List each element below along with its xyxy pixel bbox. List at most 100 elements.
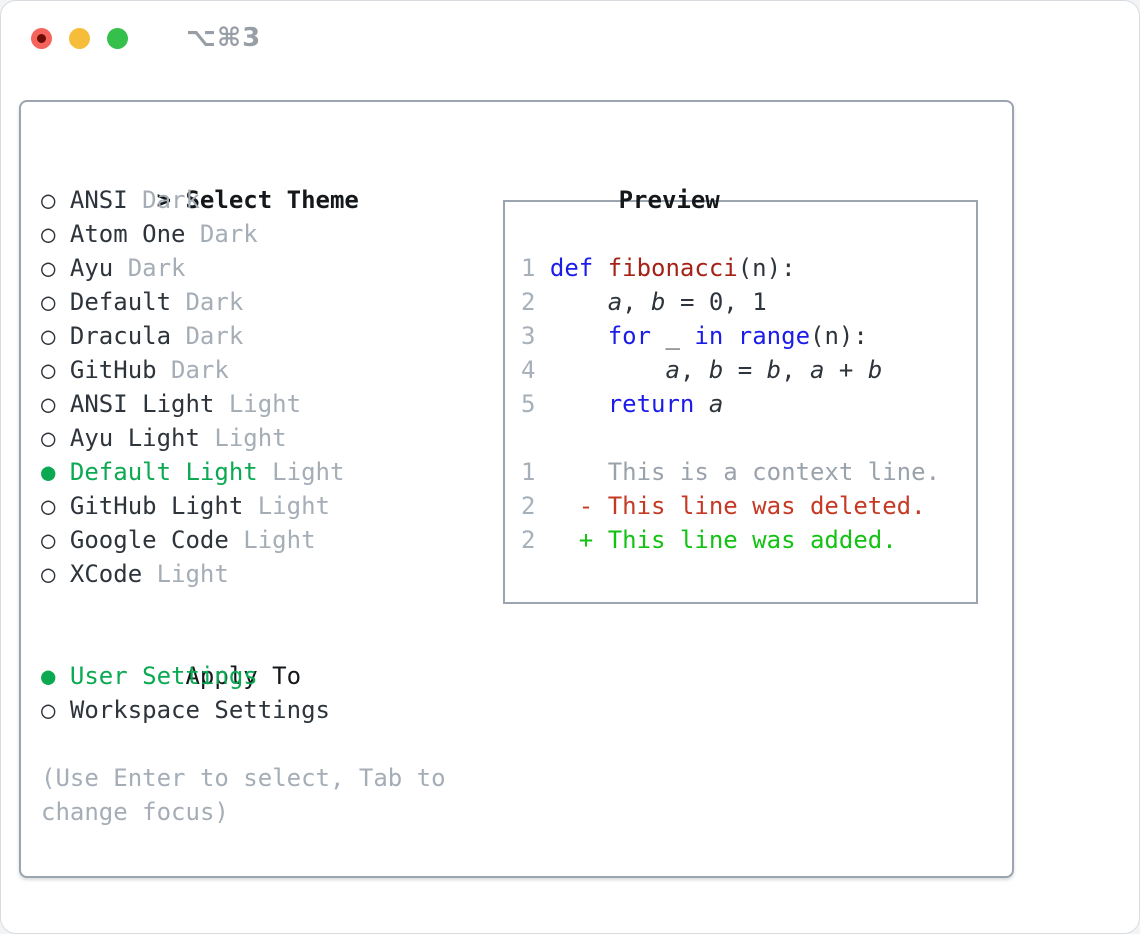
theme-name: Ayu Light: [69, 424, 200, 452]
close-button[interactable]: [31, 27, 52, 49]
theme-name: Ayu: [69, 254, 114, 282]
code-token: [550, 356, 666, 384]
minimize-button[interactable]: [69, 27, 90, 49]
theme-variant: Light: [243, 526, 316, 554]
theme-variant: Light: [257, 492, 330, 520]
code-token: return: [607, 390, 695, 418]
theme-list-header: >Select Theme: [41, 149, 461, 214]
theme-option-github[interactable]: ○ GitHub Dark: [41, 353, 461, 387]
code-line: 1 def fibonacci(n):: [521, 251, 976, 285]
theme-name: GitHub Light: [69, 492, 244, 520]
code-token: [550, 390, 608, 418]
code-token: a: [607, 288, 623, 316]
radio-icon: ○: [41, 356, 56, 384]
theme-option-default[interactable]: ○ Default Dark: [41, 285, 461, 319]
code-token: fibonacci: [607, 254, 738, 282]
apply-option-label: User Settings: [69, 662, 258, 690]
theme-option-atom-one[interactable]: ○ Atom One Dark: [41, 217, 461, 251]
theme-variant: Dark: [199, 220, 258, 248]
code-token: ,: [622, 288, 652, 316]
line-number: 1: [521, 458, 536, 486]
line-number: 1: [521, 254, 536, 282]
radio-icon: ○: [41, 390, 56, 418]
code-line: 4 a, b = b, a + b: [521, 353, 976, 387]
theme-name: GitHub: [69, 356, 157, 384]
code-token: (n):: [810, 322, 868, 350]
code-token: a: [810, 356, 825, 384]
code-token: [694, 390, 708, 418]
theme-name: Default: [69, 288, 172, 316]
code-line: 3 for _ in range(n):: [521, 319, 976, 353]
theme-name: ANSI: [69, 186, 128, 214]
theme-option-ayu-light[interactable]: ○ Ayu Light Light: [41, 421, 461, 455]
theme-name: Default Light: [69, 458, 258, 486]
radio-icon: ○: [41, 424, 56, 452]
code-token: _: [651, 322, 695, 350]
diff-line-context: 1 This is a context line.: [521, 455, 976, 489]
code-token: b: [867, 356, 883, 384]
code-token: b: [708, 356, 724, 384]
preview-title: Preview: [618, 186, 720, 214]
close-dot-icon: [37, 33, 46, 43]
spacer: [41, 591, 461, 625]
line-number: 3: [521, 322, 536, 350]
theme-variant: Light: [214, 424, 287, 452]
theme-variant: Dark: [185, 322, 244, 350]
theme-name: Atom One: [69, 220, 186, 248]
code-token: b: [766, 356, 782, 384]
theme-variant: Dark: [142, 186, 200, 214]
radio-icon: ○: [41, 696, 56, 724]
diff-text: - This line was deleted.: [549, 492, 926, 520]
apply-option-workspace-settings[interactable]: ○Workspace Settings: [41, 693, 461, 727]
maximize-button[interactable]: [107, 27, 128, 49]
code-token: (n):: [737, 254, 796, 282]
apply-to-title: Apply To: [185, 662, 302, 690]
diff-block: 1 This is a context line.2 - This line w…: [521, 455, 976, 557]
radio-icon: ○: [41, 220, 56, 248]
line-number: 2: [521, 526, 536, 554]
diff-line-added: 2 + This line was added.: [521, 523, 976, 557]
apply-option-user-settings[interactable]: ●User Settings: [41, 659, 461, 693]
code-token: range: [737, 322, 811, 350]
theme-variant: Light: [156, 560, 229, 588]
theme-name: Dracula: [69, 322, 172, 350]
radio-icon: ○: [41, 288, 56, 316]
code-token: for: [607, 322, 652, 350]
code-token: [550, 322, 608, 350]
radio-selected-icon: ●: [41, 458, 56, 486]
theme-variant: Dark: [185, 288, 244, 316]
code-token: ,: [679, 356, 709, 384]
code-token: = 0, 1: [665, 288, 767, 316]
code-token: a: [665, 356, 680, 384]
theme-variant: Dark: [127, 254, 186, 282]
theme-name: XCode: [69, 560, 143, 588]
code-token: def: [549, 254, 608, 282]
code-token: b: [651, 288, 666, 316]
code-token: ,: [781, 356, 811, 384]
code-line: 2 a, b = 0, 1: [521, 285, 976, 319]
theme-name: ANSI Light: [69, 390, 215, 418]
code-token: [723, 322, 737, 350]
theme-variant: Dark: [171, 356, 229, 384]
titlebar: ⌥⌘3: [1, 1, 261, 75]
theme-list-title: Select Theme: [185, 186, 359, 214]
window-title: ⌥⌘3: [186, 23, 262, 53]
spacer: [41, 727, 461, 761]
diff-line-deleted: 2 - This line was deleted.: [521, 489, 976, 523]
preview-header: Preview: [503, 149, 978, 214]
line-number: 5: [521, 390, 536, 418]
